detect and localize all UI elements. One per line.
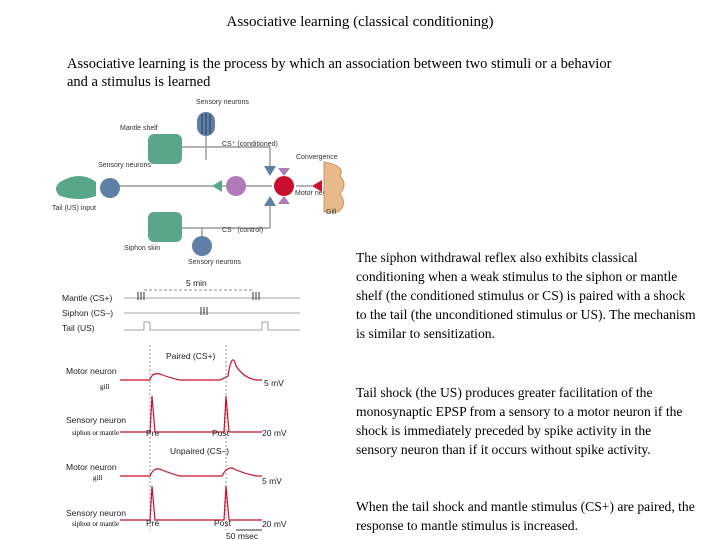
label-cs-minus: CS⁻ (control) xyxy=(222,227,263,234)
circuit-wires xyxy=(118,136,312,238)
tag-gill-paired: gill xyxy=(100,383,109,391)
trace-motor-paired xyxy=(120,359,262,381)
label-sensory-neuron-paired: Sensory neuron xyxy=(66,415,126,425)
trace-sensory-unpaired xyxy=(120,485,262,521)
scale-mv5-paired: 5 mV xyxy=(264,378,284,388)
trace-motor-unpaired xyxy=(120,467,262,477)
label-unpaired: Unpaired (CS–) xyxy=(170,446,229,456)
label-tail-input: Tail (US) input xyxy=(52,205,96,212)
label-motor-neuron-paired: Motor neuron xyxy=(66,366,117,376)
motor-neuron xyxy=(274,176,294,196)
label-motor-neuron-unpaired: Motor neuron xyxy=(66,462,117,472)
label-row-mantle: Mantle (CS+) xyxy=(62,293,112,303)
interneuron xyxy=(226,176,246,196)
label-row-tail: Tail (US) xyxy=(62,323,95,333)
scale-mv20-unpaired: 20 mV xyxy=(262,519,287,529)
label-mantle-shelf: Mantle shelf xyxy=(120,125,158,132)
label-sensory-neurons-left: Sensory neurons xyxy=(98,162,151,169)
label-siphon-skin: Siphon skin xyxy=(124,245,160,252)
scale-mv20-paired: 20 mV xyxy=(262,428,287,438)
mantle-shelf-shape xyxy=(148,134,182,164)
siphon-skin-shape xyxy=(148,212,182,242)
protocol-lines xyxy=(124,297,300,331)
intro-text: Associative learning is the process by w… xyxy=(67,56,612,90)
paragraph-siphon-reflex: The siphon withdrawal reflex also exhibi… xyxy=(356,250,696,341)
label-sensory-neuron-unpaired: Sensory neuron xyxy=(66,508,126,518)
label-cs-plus: CS⁺ (conditioned) xyxy=(222,140,278,148)
facilitator-arrow xyxy=(212,180,222,192)
label-row-siphon: Siphon (CS–) xyxy=(62,308,113,318)
synapse-cs-plus xyxy=(264,166,276,176)
tag-gill-unpaired: gill xyxy=(93,474,102,482)
slide-title: Associative learning (classical conditio… xyxy=(226,14,494,30)
tail-shape xyxy=(56,176,96,199)
label-pre-unpaired: Pre xyxy=(146,518,160,528)
synapse-cs-minus xyxy=(264,196,276,206)
label-time-5min: 5 min xyxy=(186,278,207,288)
gill-shape xyxy=(323,161,345,213)
sensory-neuron-bottom xyxy=(192,236,212,256)
label-post-paired: Post xyxy=(212,428,230,438)
trace-sensory-paired xyxy=(120,395,262,433)
label-sensory-neurons-top: Sensory neurons xyxy=(196,99,249,106)
paragraph-tail-shock: Tail shock (the US) produces greater fac… xyxy=(356,385,683,457)
synapse-facilitator-bottom xyxy=(278,196,290,204)
label-pre-paired: Pre xyxy=(146,428,160,438)
gill-arrow xyxy=(312,180,322,192)
tag-siphon-paired: siphon or mantle xyxy=(72,429,119,437)
synapse-facilitator-top xyxy=(278,168,290,176)
label-post-unpaired: Post xyxy=(214,518,232,528)
label-paired: Paired (CS+) xyxy=(166,351,216,361)
label-sensory-neurons-bottom: Sensory neurons xyxy=(188,259,241,266)
label-motor-neurons: Motor neurons xyxy=(295,190,341,197)
tag-siphon-unpaired: siphon or mantle xyxy=(72,520,119,528)
scale-ms: 50 msec xyxy=(226,531,259,540)
paragraph-pairing: When the tail shock and mantle stimulus … xyxy=(356,499,695,533)
protocol-stimulus-marks xyxy=(137,292,260,315)
sensory-neuron-top-stripes xyxy=(201,113,211,135)
label-convergence: Convergence xyxy=(296,154,338,161)
label-gill: Gill xyxy=(326,209,337,216)
sensory-neuron-left xyxy=(100,178,120,198)
scale-mv5-unpaired: 5 mV xyxy=(262,476,282,486)
